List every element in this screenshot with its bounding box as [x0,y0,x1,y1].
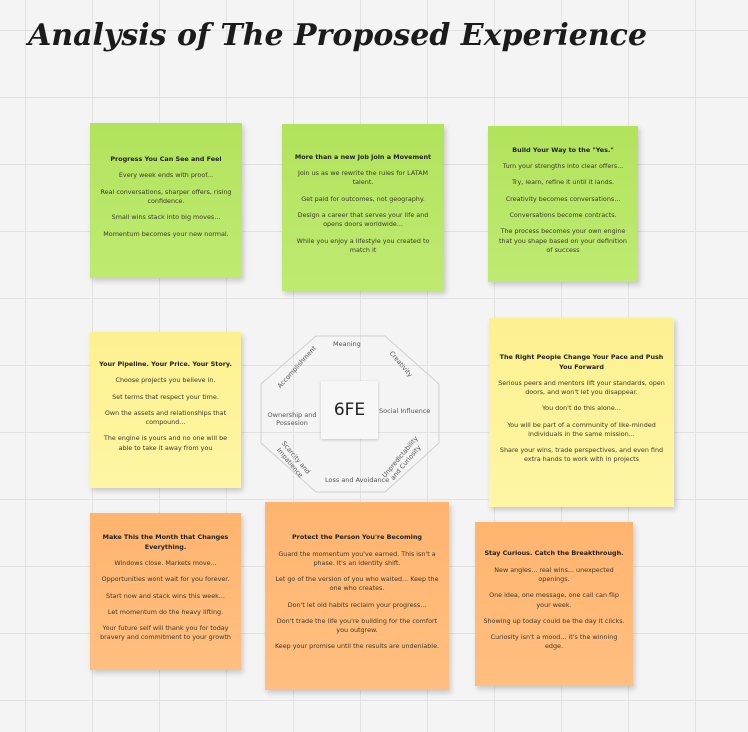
note-line: Choose projects you believe in. [115,376,216,385]
note-title: Protect the Person You're Becoming [292,533,422,542]
note-line: Turn your strengths into clear offers... [502,162,624,171]
note-title: Your Pipeline. Your Price. Your Story. [99,360,232,369]
note-line: Don't let old habits reclaim your progre… [287,600,427,609]
note-title: More than a new Job join a Movement [294,152,432,161]
note-line: Don't trade the life you're building for… [276,616,438,635]
note-line: Guard the momentum you've earned. This i… [278,549,436,567]
note-line: Keep your promise until the results are … [274,642,440,651]
note-line: Every week ends with proof... [118,171,214,180]
note-title: Stay Curious. Catch the Breakthrough. [484,549,624,558]
note-title: Build Your Way to the "Yes." [512,145,614,154]
sticky-note[interactable]: Your Pipeline. Your Price. Your Story. Ch… [90,332,241,488]
sticky-note[interactable]: Make This the Month that Changes Everyth… [90,513,241,670]
note-line: Let momentum do the heavy lifting. [107,607,224,616]
note-line: You don't do this alone... [542,404,621,413]
octalysis-ownership: Ownership and Possesion [267,411,317,428]
note-line: The engine is yours and no one will be a… [103,434,228,452]
note-line: Momentum becomes your new normal. [103,229,229,238]
note-line: Your future self will thank you for toda… [100,624,231,642]
note-line: Design a career that serves your life an… [297,211,429,229]
note-line: Small wins stack into big moves... [111,213,221,222]
note-line: Windows close. Markets move... [114,558,217,567]
note-line: Curiosity isn't a mood... it's the winni… [490,633,618,651]
note-line: You will be part of a community of like-… [507,420,656,438]
note-line: New angles... real wins... unexpected op… [494,565,614,583]
note-line: Get paid for outcomes, not geography. [301,194,425,203]
note-line: While you enjoy a lifestyle you created … [296,236,430,254]
note-line: Try, learn, refine it until it lands. [511,178,615,187]
sticky-note[interactable]: The Right People Change Your Pace and Pu… [489,318,674,507]
note-line: Showing up today could be the day it cli… [483,616,625,625]
note-title: The Right People Change Your Pace and Pu… [499,353,664,371]
octalysis-loss: Loss and Avoidance [325,476,390,484]
note-line: Opportunities wont wait for you forever. [101,575,230,584]
board-title: Analysis of The Proposed Experience [28,18,648,53]
note-line: Own the assets and relationships that co… [104,408,227,427]
sticky-note[interactable]: Build Your Way to the "Yes." Turn your st… [488,126,638,282]
octalysis-social-influence: Social Influence [379,407,431,415]
note-line: Join us as we rewrite the rules for LATA… [297,169,428,187]
note-line: Start now and stack wins this week... [106,591,225,600]
note-line: Conversations become contracts. [509,211,617,219]
sticky-note[interactable]: Stay Curious. Catch the Breakthrough. New… [475,522,633,686]
octalysis-meaning: Meaning [333,340,361,348]
note-line: Let go of the version of you who waited.… [275,575,439,593]
note-line: Real conversations, sharper offers, risi… [100,187,232,205]
octalysis-center[interactable]: 6FE [321,381,378,439]
note-line: Serious peers and mentors lift your stan… [498,378,665,397]
note-line: One idea, one message, one call can flip… [489,591,619,609]
note-title: Progress You Can See and Feel [110,155,222,164]
note-title: Make This the Month that Changes Everyth… [102,533,229,551]
note-line: Set terms that respect your time. [112,392,219,401]
note-line: Creativity becomes conversations... [505,194,621,203]
note-line: Share your wins, trade perspectives, and… [499,446,664,464]
note-line: The process becomes your own engine that… [499,227,627,254]
